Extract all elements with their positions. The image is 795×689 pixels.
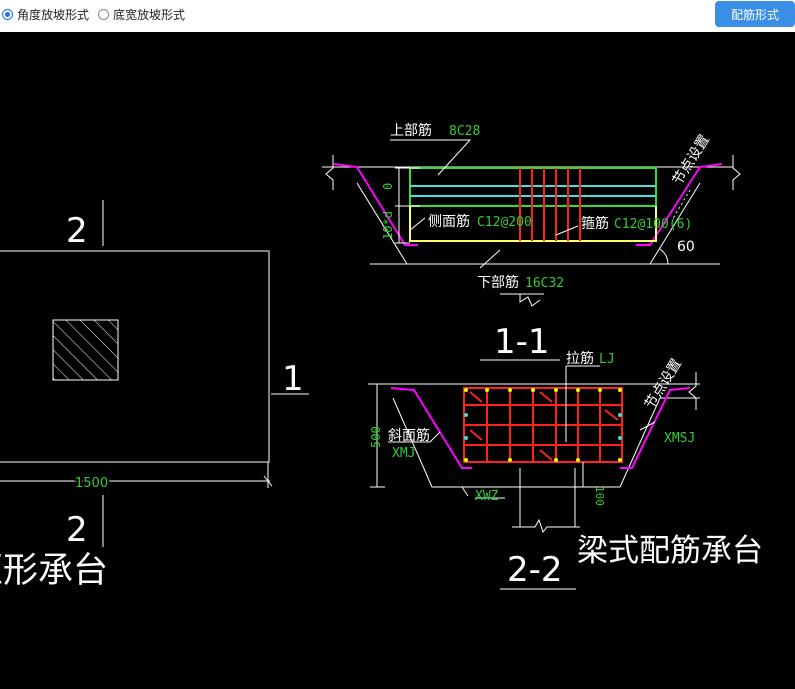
side-bar-label: 侧面筋 [428,213,470,230]
stirrup-value: C12@100(6) [614,217,692,232]
beam-title: 梁式配筋承台 [577,533,763,569]
dim-left-bottom: 10*d [381,211,395,240]
plan-dimension: 1500 [75,476,108,491]
plan-title: 矩形承台 [0,551,108,591]
cad-drawing: 2 2 1 1500 矩形承台 [0,122,763,591]
tie-bar-value: LJ [599,352,615,367]
xwz-label: XWZ [475,489,499,504]
bottom-bar-value: 16C32 [525,276,564,291]
dim-small: 100 [593,486,606,506]
radio-width-slope[interactable]: 底宽放坡形式 [98,6,185,22]
slope-bar-label: 斜面筋 [388,427,430,444]
section-1-title: 1-1 [494,322,550,362]
radio-unselected-icon[interactable] [98,8,109,20]
tie-bar-label: 拉筋 [566,350,594,367]
section-1-1: 0 10*d 上部筋 8C28 侧面筋 C12@200 箍筋 C12@100(6… [322,122,741,362]
radio-selected-icon[interactable] [2,8,13,20]
toolbar: 角度放坡形式 底宽放坡形式 配筋形式 [0,0,795,32]
plan-outline [0,250,270,463]
dim-height: 500 [369,426,383,448]
xmsj-label: XMSJ [664,431,695,446]
side-bar-value: C12@200 [477,215,532,230]
radio-angle-label: 角度放坡形式 [17,7,90,22]
plan-view: 2 2 1 1500 矩形承台 [0,200,309,591]
section-2-title: 2-2 [507,550,563,590]
bottom-bar-label: 下部筋 [477,274,519,291]
rebar-form-button[interactable]: 配筋形式 [715,1,795,27]
stirrup-label: 箍筋 [581,215,609,232]
top-bar-label: 上部筋 [390,122,432,139]
section-mark-top: 2 [66,211,88,251]
dim-left-top: 0 [381,183,395,190]
radio-width-label: 底宽放坡形式 [113,7,186,22]
section-2-2: 500 100 拉筋 LJ 斜面筋 XMJ XMSJ XWZ 节点设置 2-2 [368,350,700,590]
radio-angle-slope[interactable]: 角度放坡形式 [2,6,89,22]
section-mark-right: 1 [282,359,304,399]
column-hatch [52,319,119,381]
slope-bar-value: XMJ [392,446,415,461]
top-bar-value: 8C28 [449,124,480,139]
section-mark-bottom: 2 [66,510,88,550]
angle-label: 60 [677,239,695,255]
